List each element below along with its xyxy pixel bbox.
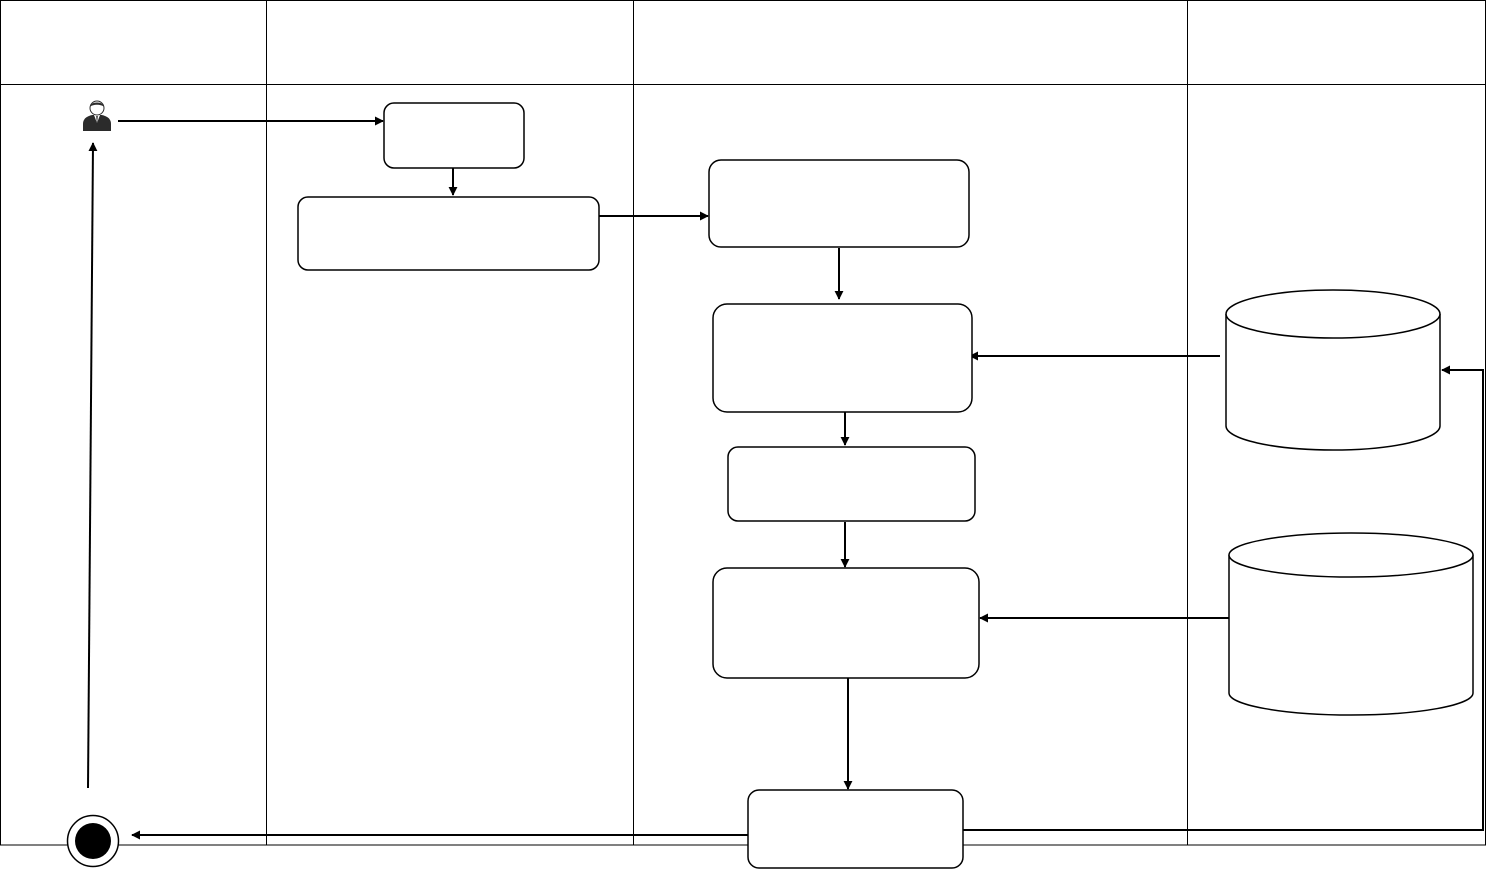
database-2-icon xyxy=(1228,532,1474,716)
process-nodes xyxy=(297,102,980,869)
database-1-icon xyxy=(1225,289,1441,451)
user-icon xyxy=(83,100,111,131)
process-box-step-1 xyxy=(383,102,525,169)
process-box-step-5 xyxy=(727,446,976,522)
edge-end-to-actor xyxy=(87,142,98,789)
process-box-step-6 xyxy=(712,567,980,679)
final-node-icon xyxy=(66,814,120,868)
edge-step-7-to-database-1 xyxy=(963,365,1484,831)
process-box-step-2 xyxy=(297,196,600,271)
process-box-step-4 xyxy=(712,303,973,413)
process-box-step-3 xyxy=(708,159,970,248)
process-box-step-7 xyxy=(747,789,964,869)
connectors xyxy=(87,116,1484,840)
